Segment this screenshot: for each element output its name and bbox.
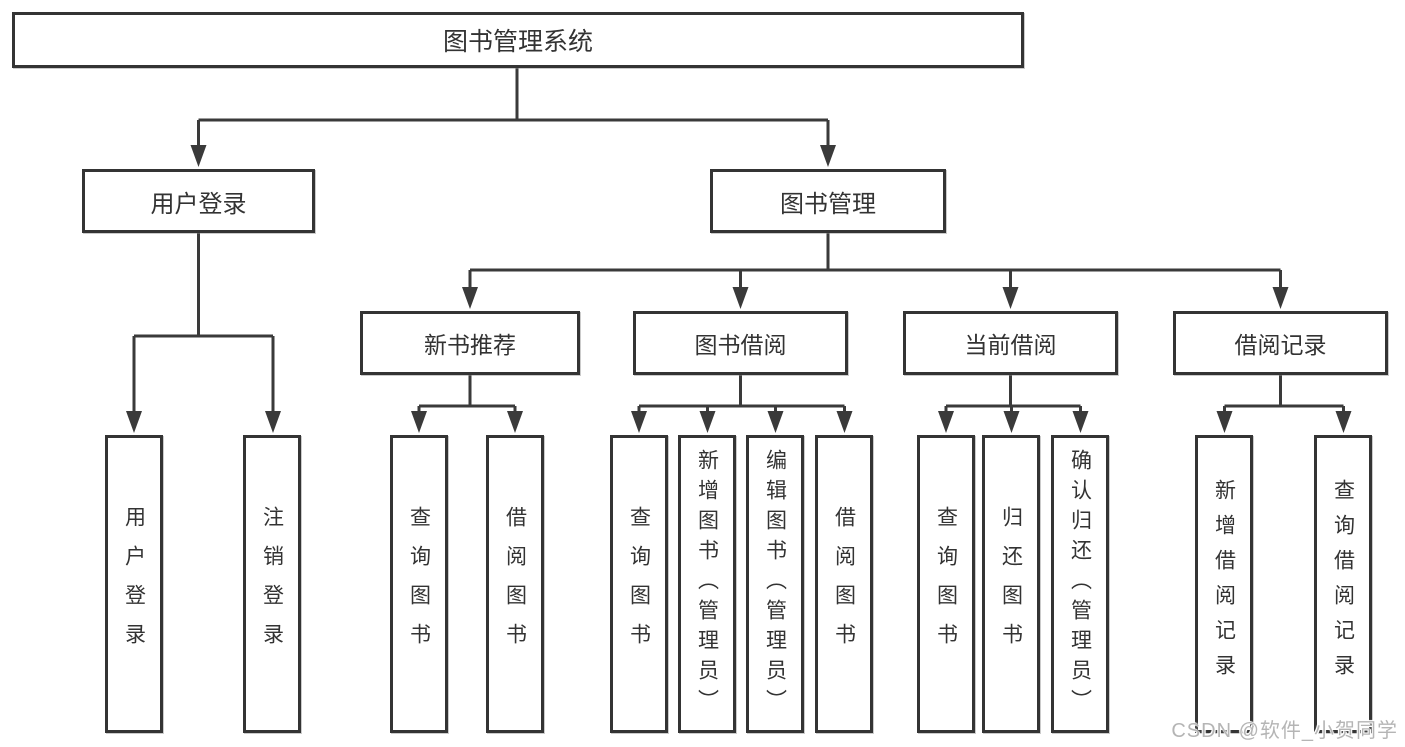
leaf-borrow-query-books-label: 查询图书 bbox=[627, 506, 651, 662]
leaf-current-return-books: 归还图书 bbox=[982, 435, 1040, 733]
leaf-user-login-label: 用户登录 bbox=[122, 506, 146, 662]
leaf-logout-label: 注销登录 bbox=[260, 506, 284, 662]
leaf-current-return-books-label: 归还图书 bbox=[999, 506, 1023, 662]
node-library-management-system: 图书管理系统 bbox=[12, 12, 1024, 68]
leaf-current-confirm-return-admin: 确认归还（管理员） bbox=[1051, 435, 1109, 733]
node-current-borrowing: 当前借阅 bbox=[903, 311, 1118, 375]
node-book-management: 图书管理 bbox=[710, 169, 946, 233]
leaf-user-login: 用户登录 bbox=[105, 435, 163, 733]
connector-paths bbox=[132, 68, 1345, 413]
node-borrowing-records: 借阅记录 bbox=[1173, 311, 1388, 375]
leaf-recommend-query-books: 查询图书 bbox=[390, 435, 448, 733]
leaf-recommend-borrow-books-label: 借阅图书 bbox=[503, 506, 527, 662]
leaf-recommend-query-books-label: 查询图书 bbox=[407, 506, 431, 662]
leaf-current-confirm-return-admin-label: 确认归还（管理员） bbox=[1068, 449, 1092, 719]
node-user-login: 用户登录 bbox=[82, 169, 315, 233]
leaf-records-query-record: 查询借阅记录 bbox=[1314, 435, 1372, 733]
node-new-book-recommendation: 新书推荐 bbox=[360, 311, 580, 375]
leaf-borrow-edit-books-admin-label: 编辑图书（管理员） bbox=[763, 449, 787, 719]
leaf-logout: 注销登录 bbox=[243, 435, 301, 733]
leaf-borrow-borrow-books: 借阅图书 bbox=[815, 435, 873, 733]
leaf-borrow-edit-books-admin: 编辑图书（管理员） bbox=[746, 435, 804, 733]
watermark-csdn: CSDN @软件_小贺同学 bbox=[1171, 720, 1398, 742]
leaf-borrow-query-books: 查询图书 bbox=[610, 435, 668, 733]
leaf-records-add-record: 新增借阅记录 bbox=[1195, 435, 1253, 733]
leaf-records-add-record-label: 新增借阅记录 bbox=[1212, 479, 1236, 689]
leaf-current-query-books: 查询图书 bbox=[917, 435, 975, 733]
leaf-borrow-borrow-books-label: 借阅图书 bbox=[832, 506, 856, 662]
leaf-recommend-borrow-books: 借阅图书 bbox=[486, 435, 544, 733]
arrowheads bbox=[126, 145, 1352, 433]
leaf-borrow-add-books-admin-label: 新增图书（管理员） bbox=[695, 449, 719, 719]
leaf-borrow-add-books-admin: 新增图书（管理员） bbox=[678, 435, 736, 733]
node-book-borrowing: 图书借阅 bbox=[633, 311, 848, 375]
leaf-current-query-books-label: 查询图书 bbox=[934, 506, 958, 662]
leaf-records-query-record-label: 查询借阅记录 bbox=[1331, 479, 1355, 689]
